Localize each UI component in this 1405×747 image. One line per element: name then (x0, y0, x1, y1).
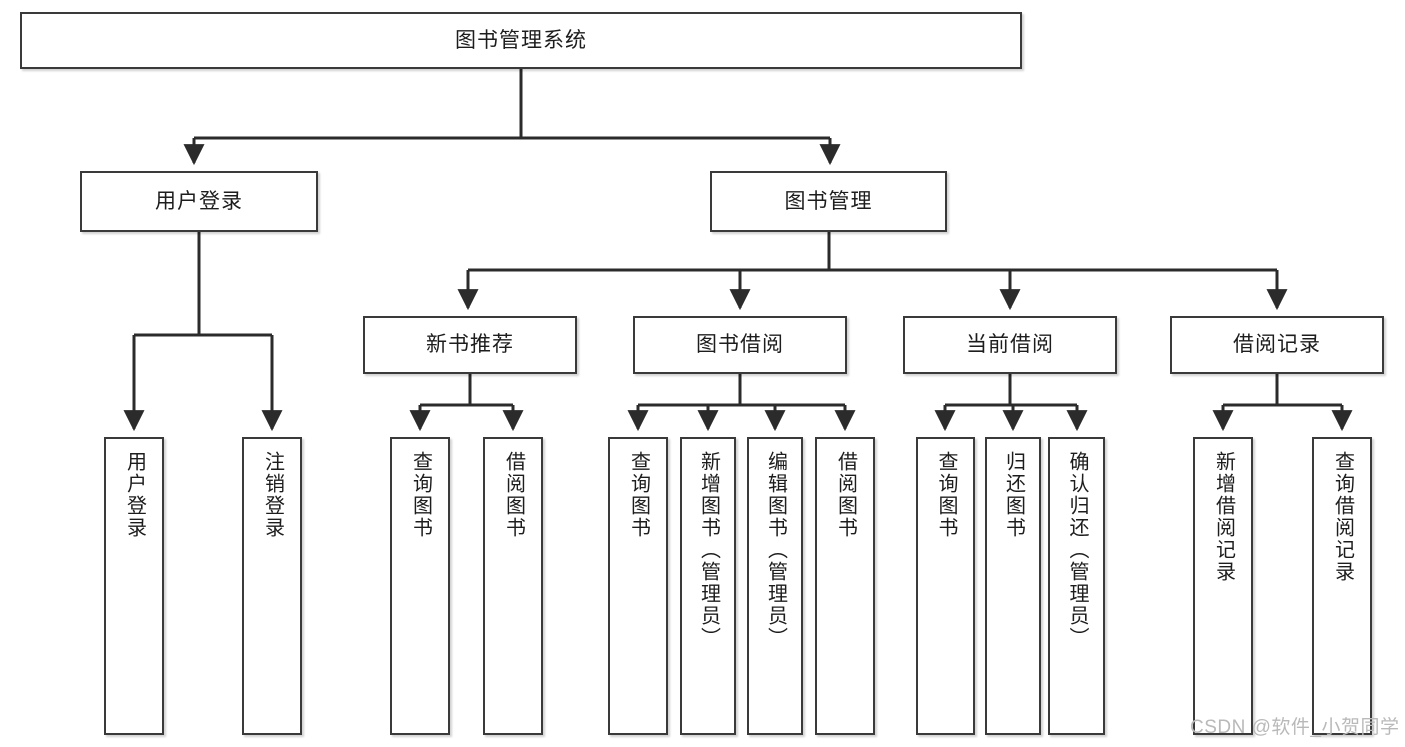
node-leaf-add-borrow-record-label: 新增借阅记录 (1212, 451, 1235, 583)
node-new-book-rec[interactable]: 新书推荐 (363, 316, 577, 374)
node-leaf-confirm-return-label: 确认归还（管理员） (1066, 451, 1088, 649)
node-leaf-borrow-book-label: 借阅图书 (834, 451, 857, 539)
node-current-borrow-label: 当前借阅 (966, 333, 1054, 357)
node-user-login-label: 用户登录 (155, 189, 243, 213)
node-leaf-user-logout-label: 注销登录 (261, 451, 284, 539)
node-leaf-borrow-book-rec[interactable]: 借阅图书 (483, 437, 543, 735)
node-borrow-record-label: 借阅记录 (1233, 333, 1321, 357)
node-leaf-return-book-label: 归还图书 (1002, 451, 1025, 539)
node-book-manage[interactable]: 图书管理 (710, 171, 947, 232)
node-leaf-user-login-label: 用户登录 (123, 451, 146, 539)
node-leaf-return-book[interactable]: 归还图书 (985, 437, 1041, 735)
node-leaf-add-book-label: 新增图书（管理员） (697, 451, 720, 649)
node-leaf-query-borrow-record[interactable]: 查询借阅记录 (1312, 437, 1372, 735)
node-leaf-user-logout[interactable]: 注销登录 (242, 437, 302, 735)
node-leaf-query-book-rec-label: 查询图书 (409, 451, 432, 539)
node-leaf-query-book-borrow[interactable]: 查询图书 (608, 437, 668, 735)
node-leaf-query-book-borrow-label: 查询图书 (627, 451, 650, 539)
node-book-manage-label: 图书管理 (784, 189, 873, 213)
watermark: CSDN @软件_小贺同学 (1190, 717, 1400, 738)
node-leaf-query-borrow-record-label: 查询借阅记录 (1331, 451, 1354, 583)
node-leaf-edit-book[interactable]: 编辑图书（管理员） (747, 437, 803, 735)
node-leaf-borrow-book-rec-label: 借阅图书 (502, 451, 525, 539)
node-leaf-confirm-return[interactable]: 确认归还（管理员） (1048, 437, 1105, 735)
node-leaf-user-login[interactable]: 用户登录 (104, 437, 164, 735)
node-book-borrow[interactable]: 图书借阅 (633, 316, 847, 374)
node-leaf-query-book-current-label: 查询图书 (935, 451, 957, 539)
node-new-book-rec-label: 新书推荐 (426, 333, 514, 357)
node-leaf-query-book-current[interactable]: 查询图书 (916, 437, 975, 735)
node-current-borrow[interactable]: 当前借阅 (903, 316, 1117, 374)
node-root[interactable]: 图书管理系统 (20, 12, 1022, 69)
node-leaf-add-borrow-record[interactable]: 新增借阅记录 (1193, 437, 1253, 735)
node-leaf-query-book-rec[interactable]: 查询图书 (390, 437, 450, 735)
node-leaf-borrow-book[interactable]: 借阅图书 (815, 437, 875, 735)
node-leaf-edit-book-label: 编辑图书（管理员） (764, 451, 787, 649)
node-book-borrow-label: 图书借阅 (696, 333, 784, 357)
node-borrow-record[interactable]: 借阅记录 (1170, 316, 1384, 374)
node-user-login[interactable]: 用户登录 (80, 171, 318, 232)
node-leaf-add-book[interactable]: 新增图书（管理员） (680, 437, 736, 735)
node-root-label: 图书管理系统 (455, 28, 587, 52)
